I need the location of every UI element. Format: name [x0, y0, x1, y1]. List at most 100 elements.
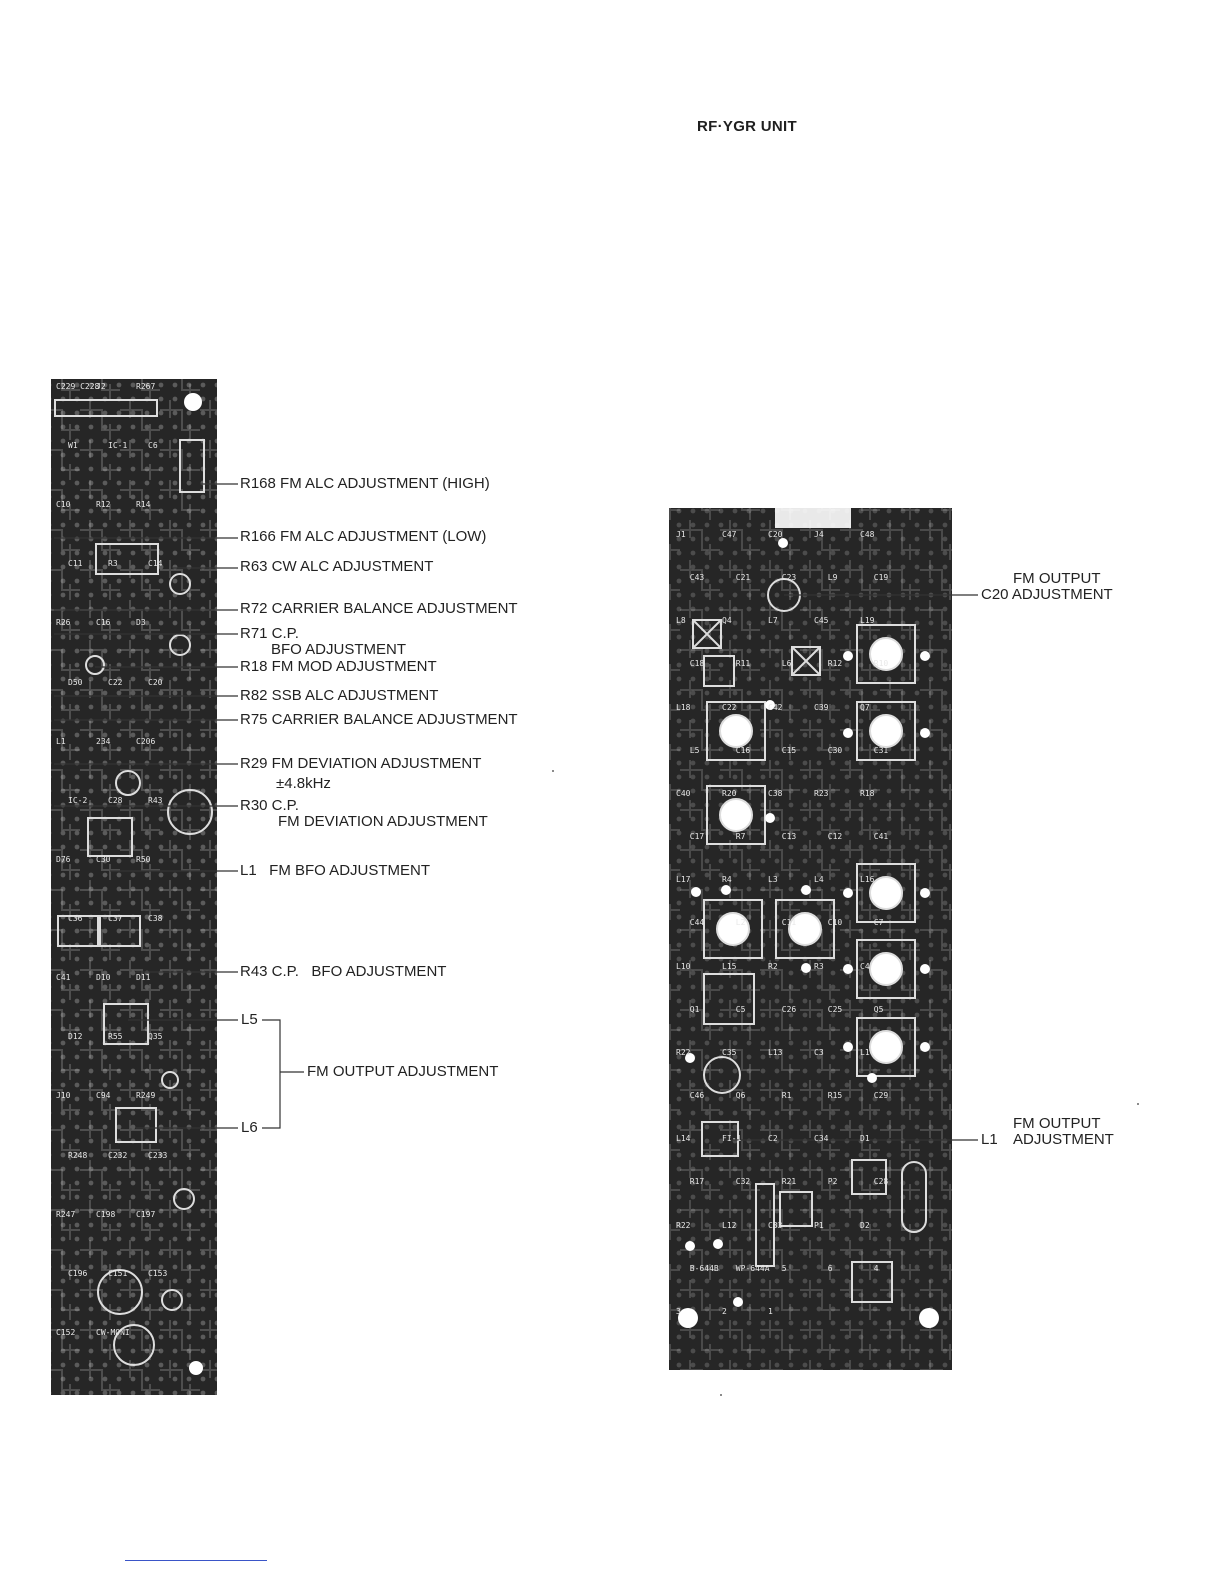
silkscreen-label: R17 [689, 1177, 705, 1187]
silkscreen-label: R4 [722, 875, 732, 885]
coil-l7 [791, 646, 821, 676]
silkscreen-label: C25 [827, 1004, 843, 1014]
silkscreen-label: C5 [735, 1004, 746, 1014]
silkscreen-label: R247 [56, 1209, 76, 1219]
silkscreen-label: B-644B [689, 1263, 719, 1273]
silkscreen-label: R26 [56, 618, 71, 628]
silkscreen-label: C10 [56, 500, 71, 510]
silkscreen-label: C3 [814, 1047, 824, 1057]
silkscreen-label: C152 [56, 1327, 76, 1337]
left-board [51, 379, 217, 1395]
silkscreen-label: C21 [735, 573, 751, 583]
silkscreen-label: R23 [814, 788, 829, 798]
silkscreen-label: R267 [136, 382, 156, 391]
page-title: RF·YGR UNIT [697, 118, 797, 135]
coil-l1 [701, 1121, 739, 1157]
silkscreen-label: L17 [676, 875, 691, 885]
silkscreen-label: C94 [96, 1091, 111, 1101]
coil-l3 [703, 899, 763, 959]
silkscreen-label: C35 [722, 1047, 737, 1057]
silkscreen-label: L8 [676, 616, 686, 626]
label-l6: L6 [241, 1119, 258, 1136]
silkscreen-label: C43 [689, 573, 705, 583]
coil-l6 [115, 1107, 157, 1143]
silkscreen-label: C36 [68, 914, 83, 924]
silkscreen-label: R1 [781, 1091, 792, 1101]
silkscreen-label: R3 [814, 961, 824, 971]
silkscreen-label: R2 [768, 961, 778, 971]
silkscreen-label: 3 [676, 1306, 681, 1316]
silkscreen-label: C22 [108, 677, 123, 687]
silkscreen-label: C232 [108, 1150, 128, 1160]
silkscreen-label: C26 [781, 1004, 797, 1014]
silkscreen-label: Q7 [860, 702, 870, 712]
silkscreen-label: C46 [689, 1091, 705, 1101]
silkscreen-label: L1 [56, 736, 66, 746]
label-r72: R72 CARRIER BALANCE ADJUSTMENT [240, 600, 518, 617]
silkscreen-label: Q35 [148, 1032, 163, 1042]
label-r168: R168 FM ALC ADJUSTMENT (HIGH) [240, 475, 490, 492]
label-c20-adjustment: C20 ADJUSTMENT [981, 586, 1113, 603]
silkscreen-label: C38 [768, 788, 783, 798]
silkscreen-label: J10 [56, 1091, 71, 1101]
silkscreen-label: L12 [722, 1220, 737, 1230]
silkscreen-label: W1 [68, 441, 78, 451]
silkscreen-label: WP-644A [735, 1263, 770, 1273]
right-leader-lines [722, 594, 978, 1141]
silkscreen-label: C41 [873, 832, 889, 842]
silkscreen-label: R3 [108, 559, 118, 569]
silkscreen-label: C197 [136, 1209, 156, 1219]
silkscreen-label: 4 [873, 1263, 879, 1273]
silkscreen-label: R55 [108, 1032, 123, 1042]
silkscreen-label: L7 [768, 616, 778, 626]
silkscreen-label: C2 [768, 1134, 778, 1144]
silkscreen-label: R11 [735, 659, 751, 669]
silkscreen-label: D10 [96, 973, 111, 983]
silkscreen-label: R50 [136, 854, 151, 864]
silkscreen-label: R22 [676, 1220, 691, 1230]
silkscreen-label: C30 [96, 854, 111, 864]
coil-l9 [692, 619, 722, 649]
coil-l2 [703, 973, 755, 1025]
silkscreen-label: D76 [56, 854, 71, 864]
silkscreen-label: L18 [676, 702, 691, 712]
mounting-hole [189, 1361, 203, 1375]
silkscreen-label: J4 [814, 530, 824, 539]
silkscreen-label: R7 [735, 832, 746, 842]
label-r82: R82 SSB ALC ADJUSTMENT [240, 687, 439, 704]
silkscreen-label: C41 [56, 973, 71, 983]
label-fm-output: FM OUTPUT ADJUSTMENT [307, 1063, 499, 1080]
silkscreen-label: C20 [768, 530, 783, 539]
silkscreen-label: C19 [873, 573, 889, 583]
label-r18: R18 FM MOD ADJUSTMENT [240, 658, 437, 675]
label-r29: R29 FM DEVIATION ADJUSTMENT [240, 755, 482, 772]
silkscreen-label: C17 [689, 832, 705, 842]
silkscreen-label: C4 [860, 961, 870, 971]
silkscreen-label: C153 [148, 1268, 168, 1278]
silkscreen-label: L14 [676, 1134, 691, 1144]
silkscreen-label: J1 [676, 530, 686, 539]
silkscreen-label: P1 [814, 1220, 824, 1230]
silkscreen-label: R20 [722, 788, 737, 798]
silkscreen-label: Q1 [689, 1004, 700, 1014]
silkscreen-label: C40 [676, 788, 691, 798]
silkscreen-label: FI-1 [722, 1134, 742, 1144]
silkscreen-label: L4 [814, 875, 824, 885]
silkscreen-label: C42 [768, 702, 783, 712]
silkscreen-label: C10 [827, 918, 843, 928]
label-r75: R75 CARRIER BALANCE ADJUSTMENT [240, 711, 518, 728]
silkscreen-label: C206 [136, 736, 156, 746]
mounting-hole [184, 393, 202, 411]
silkscreen-label: L2 [735, 918, 746, 928]
coil-l18 [856, 701, 916, 761]
silkscreen-label: D2 [860, 1220, 870, 1230]
silkscreen-label: R12 [96, 500, 111, 510]
label-r30-sub: FM DEVIATION ADJUSTMENT [278, 813, 488, 830]
label-fm-output-c20: FM OUTPUT [1013, 570, 1101, 587]
label-r29-sub: ±4.8kHz [276, 775, 331, 792]
silkscreen-label: R10 [873, 659, 889, 669]
silkscreen-label: IC-2 [68, 795, 88, 805]
silkscreen-label: C32 [735, 1177, 751, 1187]
silkscreen-label: CW-MONI [96, 1327, 130, 1337]
